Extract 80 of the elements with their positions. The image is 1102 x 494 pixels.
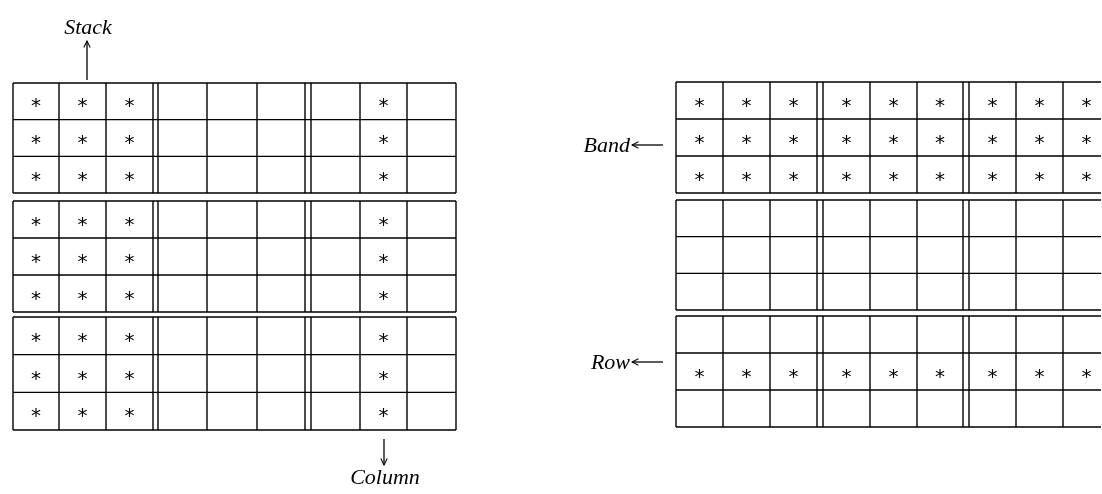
cell-mark: * [31,367,41,388]
cell-mark: * [788,365,799,386]
axis-label: Band [583,132,630,158]
cell-mark: * [1034,94,1045,115]
cell-mark: * [124,132,135,152]
cell-mark: * [1081,365,1092,386]
cell-mark: * [935,131,945,152]
cell-mark: * [31,250,41,271]
cell-mark: * [694,131,705,152]
cell-mark: * [77,250,88,271]
cell-mark: * [788,131,799,152]
cell-mark: * [31,168,41,189]
cell-mark: * [987,131,998,152]
cell-mark: * [1034,131,1045,152]
cell-mark: * [378,213,389,234]
cell-mark: * [888,94,899,115]
cell-mark: * [124,367,135,388]
cell-mark: * [888,131,899,152]
arrow [380,438,388,466]
cell-mark: * [987,365,998,386]
cell-mark: * [77,367,88,388]
cell-mark: * [378,367,389,388]
arrow [631,358,664,366]
cell-mark: * [1034,365,1045,386]
cell-mark: * [378,405,389,426]
cell-mark: * [31,329,41,350]
cell-mark: * [1034,168,1045,189]
cell-mark: * [841,365,852,386]
cell-mark: * [378,95,389,116]
arrow [631,141,664,149]
cell-mark: * [124,95,135,116]
cell-mark: * [77,405,88,426]
cell-mark: * [77,287,88,308]
cell-mark: * [694,94,705,115]
cell-mark: * [935,168,945,189]
cell-mark: * [741,94,752,115]
cell-mark: * [31,287,41,308]
cell-mark: * [31,95,41,116]
cell-mark: * [935,94,945,115]
cell-mark: * [987,94,998,115]
cell-mark: * [31,213,41,234]
axis-label: Stack [64,14,112,40]
cell-mark: * [77,132,88,152]
cell-mark: * [124,213,135,234]
cell-mark: * [694,168,705,189]
cell-mark: * [77,213,88,234]
cell-mark: * [378,287,389,308]
axis-label: Row [590,349,630,375]
cell-mark: * [124,287,135,308]
cell-mark: * [124,250,135,271]
cell-mark: * [124,168,135,189]
cell-mark: * [77,329,88,350]
cell-mark: * [77,95,88,116]
cell-mark: * [741,168,752,189]
cell-mark: * [1081,131,1092,152]
cell-mark: * [378,329,389,350]
cell-mark: * [987,168,998,189]
cell-mark: * [935,365,945,386]
cell-mark: * [31,132,41,152]
cell-mark: * [888,168,899,189]
cell-mark: * [888,365,899,386]
cell-mark: * [788,94,799,115]
cell-mark: * [31,405,41,426]
cell-mark: * [378,132,389,152]
cell-mark: * [694,365,705,386]
cell-mark: * [77,168,88,189]
cell-mark: * [378,168,389,189]
cell-mark: * [124,329,135,350]
axis-label: Column [350,464,420,490]
arrow [83,40,91,81]
cell-mark: * [841,94,852,115]
cell-mark: * [1081,168,1092,189]
cell-mark: * [741,131,752,152]
cell-mark: * [1081,94,1092,115]
cell-mark: * [741,365,752,386]
cell-mark: * [841,168,852,189]
cell-mark: * [788,168,799,189]
cell-mark: * [378,250,389,271]
cell-mark: * [841,131,852,152]
cell-mark: * [124,405,135,426]
